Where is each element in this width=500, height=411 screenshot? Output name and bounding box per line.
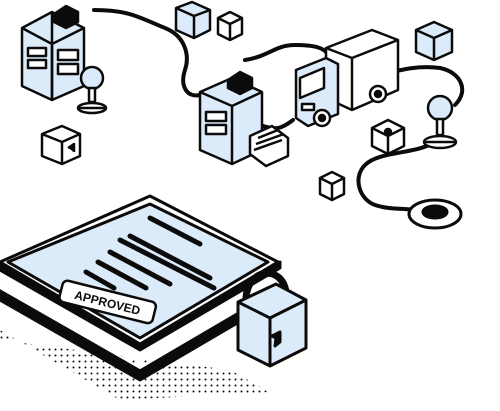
map-pin-icon (422, 94, 458, 150)
box-icon (414, 20, 454, 62)
document-stack-icon (0, 194, 282, 382)
box-icon (216, 10, 244, 42)
box-icon (174, 0, 212, 40)
map-pin-icon (76, 65, 108, 115)
box-icon (40, 124, 82, 166)
box-icon (370, 118, 406, 156)
warehouse-icon (20, 4, 86, 102)
box-icon (318, 170, 346, 202)
route-lines (92, 8, 465, 212)
warehouse-icon (198, 70, 290, 168)
delivery-truck-icon (294, 28, 400, 128)
round-button-icon (407, 198, 463, 230)
padlock-icon (236, 270, 308, 368)
